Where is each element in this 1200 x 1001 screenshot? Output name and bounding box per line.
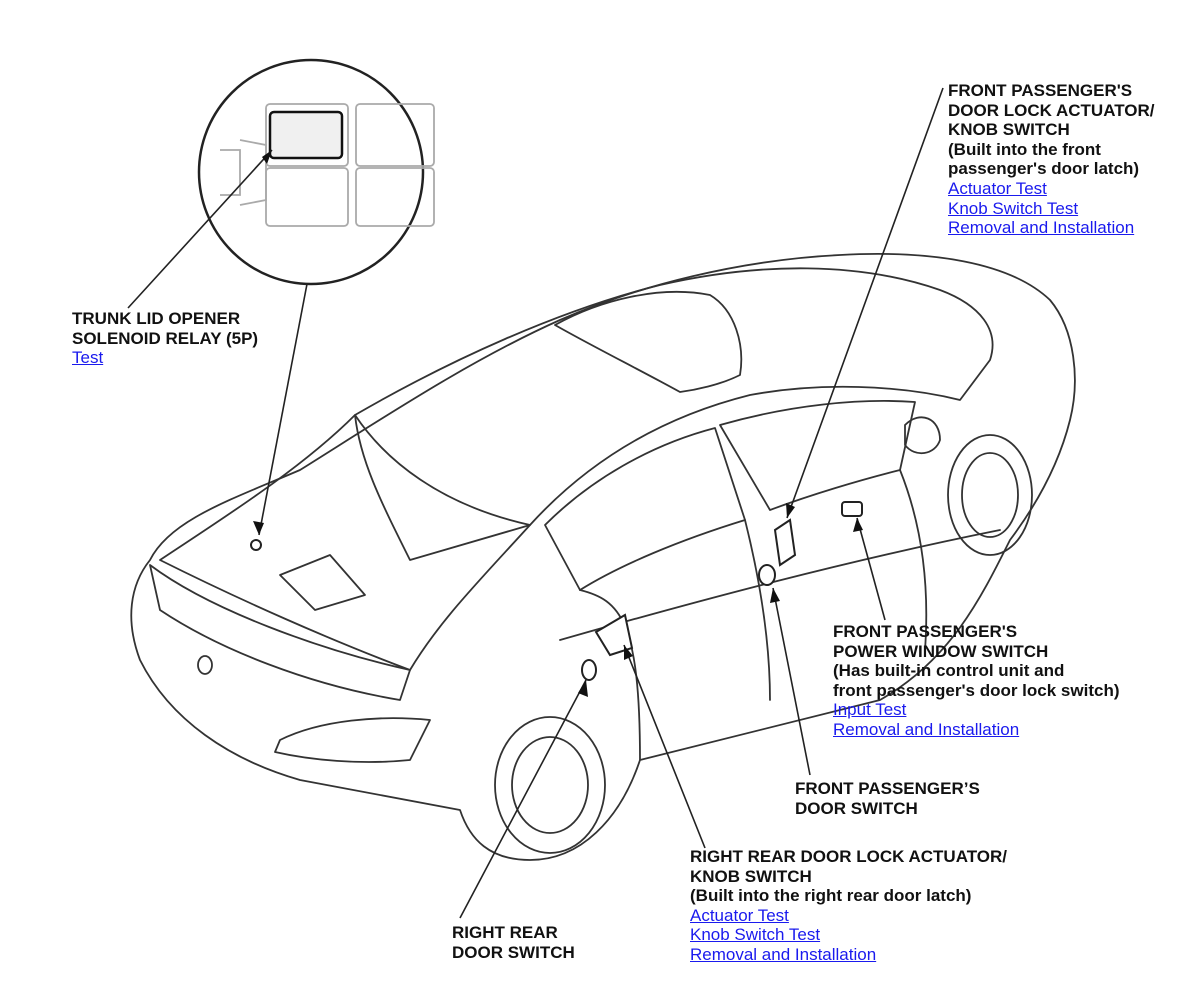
rear-wheel (494, 716, 606, 854)
fp-knob-switch-test-link[interactable]: Knob Switch Test (948, 198, 1079, 218)
callout-fp-door-switch: FRONT PASSENGER’S DOOR SWITCH (795, 779, 980, 818)
trunk-vent (279, 554, 366, 611)
trunk-emblem (197, 655, 213, 675)
leader-fp-window (856, 517, 886, 621)
leader-relay-body (258, 283, 308, 536)
callout-line: KNOB SWITCH (948, 120, 1070, 140)
tail-light (274, 717, 431, 763)
leader-fp-door (772, 587, 811, 776)
callout-line: KNOB SWITCH (690, 866, 812, 886)
fp-window-switch-part (841, 501, 863, 517)
trunk-lid-outline (149, 564, 411, 701)
rear-window-outline (159, 414, 531, 671)
callout-line: (Built into the right rear door latch) (690, 886, 972, 906)
callout-fp-lock-actuator: FRONT PASSENGER'S DOOR LOCK ACTUATOR/ KN… (948, 81, 1155, 238)
callout-line: RIGHT REAR (452, 923, 558, 942)
callout-rr-door-switch: RIGHT REAR DOOR SWITCH (452, 923, 575, 962)
trunk-relay-test-link[interactable]: Test (72, 348, 104, 368)
leader-rr-door (459, 679, 587, 919)
callout-line: RIGHT REAR DOOR LOCK ACTUATOR/ (690, 847, 1008, 866)
callout-fp-window-switch: FRONT PASSENGER'S POWER WINDOW SWITCH (H… (833, 622, 1120, 740)
fp-actuator-test-link[interactable]: Actuator Test (948, 178, 1047, 198)
rr-door-switch-part (581, 659, 597, 681)
front-wheel (947, 434, 1033, 556)
callout-line: FRONT PASSENGER'S (948, 81, 1133, 100)
fp-door-switch-part (758, 564, 776, 586)
trunk-relay-marker (250, 539, 262, 551)
callout-line: (Has built-in control unit and (833, 661, 1065, 681)
leader-relay-inset (127, 149, 273, 309)
callout-line: DOOR SWITCH (452, 942, 575, 962)
fp-window-input-test-link[interactable]: Input Test (833, 700, 907, 720)
rr-actuator-test-link[interactable]: Actuator Test (690, 905, 789, 925)
callout-trunk-relay: TRUNK LID OPENER SOLENOID RELAY (5P) Tes… (72, 309, 258, 368)
leader-rr-lock (623, 644, 706, 849)
fp-lock-removal-link[interactable]: Removal and Installation (948, 218, 1135, 238)
fp-window-removal-link[interactable]: Removal and Installation (833, 719, 1020, 739)
callout-line: FRONT PASSENGER’S (795, 779, 980, 798)
callout-line: passenger's door latch) (948, 159, 1140, 179)
rr-lock-removal-link[interactable]: Removal and Installation (690, 944, 877, 964)
callout-line: SOLENOID RELAY (5P) (72, 328, 259, 348)
relay-highlight (268, 110, 344, 160)
side-mirror (904, 416, 941, 454)
fp-lock-actuator-part (773, 518, 797, 567)
front-side-window (719, 400, 916, 511)
callout-line: DOOR LOCK ACTUATOR/ (948, 100, 1155, 120)
leader-fp-lock (786, 87, 944, 519)
callout-line: TRUNK LID OPENER (72, 309, 241, 328)
rr-lock-actuator-part (594, 613, 634, 657)
car-roof-outline (354, 267, 994, 561)
sunroof-outline (554, 290, 743, 393)
callout-line: POWER WINDOW SWITCH (833, 641, 1049, 661)
callout-rr-lock-actuator: RIGHT REAR DOOR LOCK ACTUATOR/ KNOB SWIT… (690, 847, 1007, 965)
rear-side-window (544, 427, 746, 591)
callout-line: FRONT PASSENGER'S (833, 622, 1018, 641)
car-body-outline (130, 253, 1076, 861)
relay-inset (197, 58, 435, 286)
callout-line: DOOR SWITCH (795, 798, 918, 818)
callout-line: front passenger's door lock switch) (833, 680, 1120, 700)
callout-line: (Built into the front (948, 139, 1101, 159)
rr-knob-switch-test-link[interactable]: Knob Switch Test (690, 925, 821, 945)
